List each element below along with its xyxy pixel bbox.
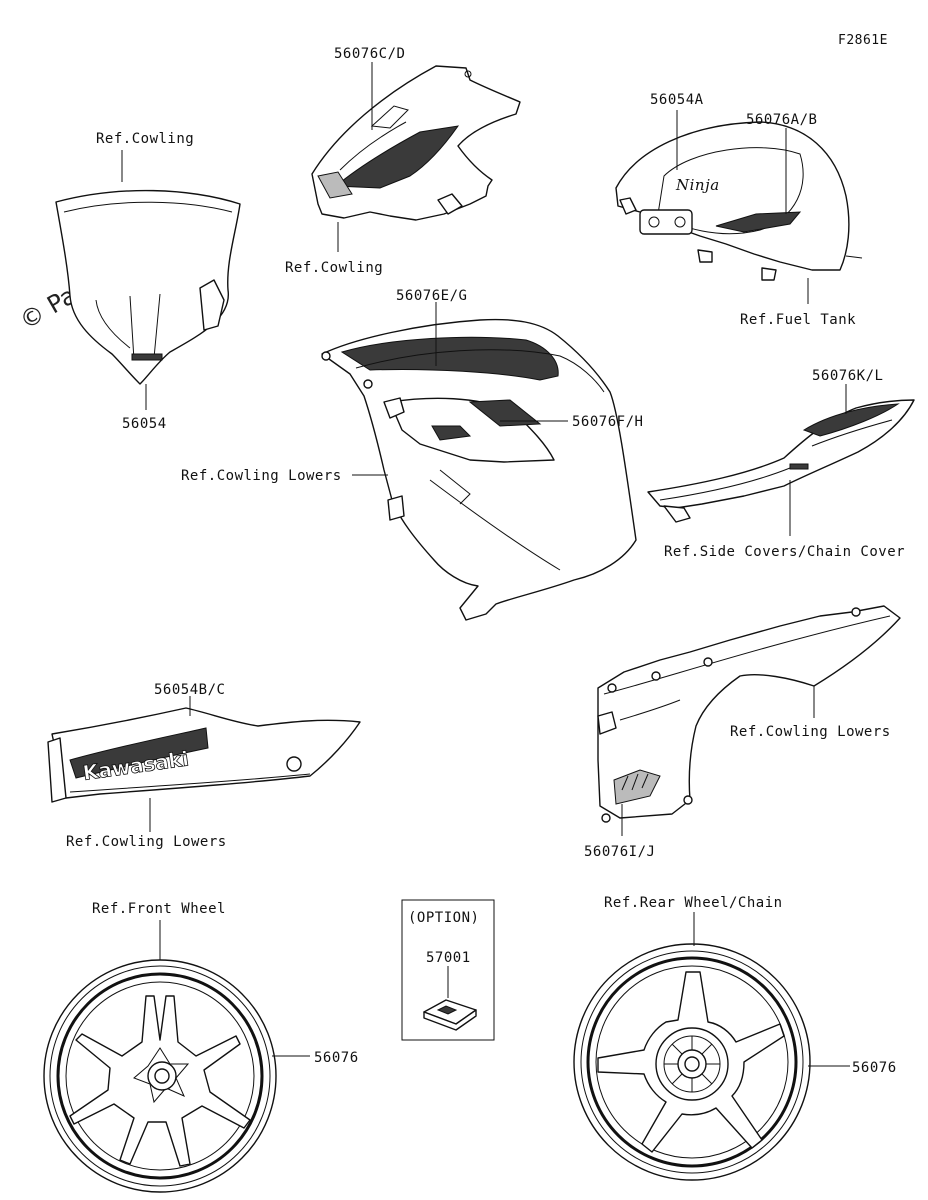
belly-ref-label: Ref.Cowling Lowers: [66, 834, 227, 850]
rear-wheel-ref-label: Ref.Rear Wheel/Chain: [604, 895, 783, 911]
side-ref-label: Ref.Cowling Lowers: [181, 468, 342, 484]
upper-cowl-ref-label: Ref.Cowling: [285, 260, 383, 276]
option-box: [401, 899, 495, 1041]
windshield-part-label: 56054: [122, 416, 167, 432]
windshield-illustration: [55, 189, 241, 385]
ninja-logo-text: Ninja: [675, 176, 720, 194]
lower-right-ref-label: Ref.Cowling Lowers: [730, 724, 891, 740]
tail-cover-illustration: [647, 399, 915, 523]
tank-part-b-label: 56076A/B: [746, 112, 817, 128]
side-part-mid-label: 56076F/H: [572, 414, 643, 430]
option-header: (OPTION): [408, 910, 479, 926]
option-part-label: 57001: [426, 950, 471, 966]
rear-wheel-part-label: 56076: [852, 1060, 897, 1076]
tail-part-label: 56076K/L: [812, 368, 883, 384]
tank-part-a-label: 56054A: [650, 92, 704, 108]
front-wheel-part-label: 56076: [314, 1050, 359, 1066]
front-wheel-ref-label: Ref.Front Wheel: [92, 901, 226, 917]
option-tool-illustration: [423, 999, 477, 1031]
tail-ref-label: Ref.Side Covers/Chain Cover: [664, 544, 905, 560]
windshield-ref-label: Ref.Cowling: [96, 131, 194, 147]
upper-cowl-part-label: 56076C/D: [334, 46, 405, 62]
rear-wheel-illustration: [573, 943, 811, 1181]
side-part-top-label: 56076E/G: [396, 288, 467, 304]
belly-pan-illustration: Kawasaki: [47, 707, 361, 803]
fuel-tank-illustration: Ninja: [615, 121, 863, 281]
tank-ref-label: Ref.Fuel Tank: [740, 312, 856, 328]
figure-code: F2861E: [838, 33, 888, 48]
lower-right-part-label: 56076I/J: [584, 844, 655, 860]
upper-cowl-illustration: [311, 65, 521, 221]
front-wheel-illustration: [43, 959, 277, 1193]
side-cowling-illustration: [321, 318, 637, 621]
belly-part-label: 56054B/C: [154, 682, 225, 698]
lower-cowling-illustration: [597, 605, 901, 823]
